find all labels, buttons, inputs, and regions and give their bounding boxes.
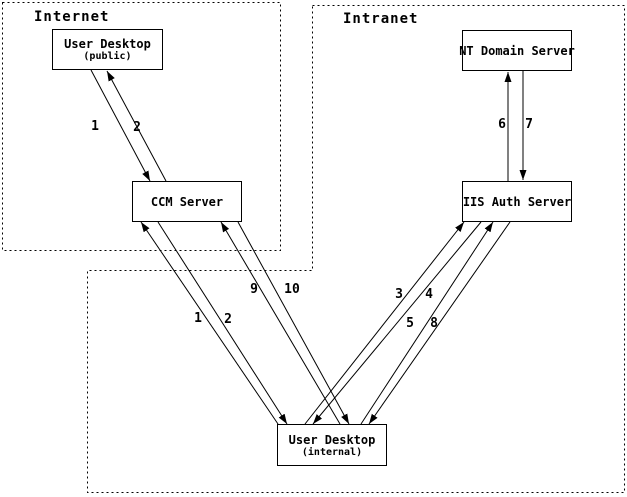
arrow-label-1-public: 1 (91, 119, 99, 134)
arrow-label-2-public: 2 (133, 120, 141, 135)
arrow-ccm-to-internal-desktop-10 (237, 221, 350, 425)
arrow-ccm-to-internal-desktop-2 (157, 221, 288, 425)
node-user-desktop-public: User Desktop (public) (52, 29, 163, 70)
arrow-label-1-internal: 1 (194, 311, 202, 326)
node-label: NT Domain Server (459, 43, 575, 58)
node-label: User Desktop (64, 37, 151, 51)
arrow-label-2-internal: 2 (224, 312, 232, 327)
arrow-label-5: 5 (406, 316, 414, 331)
arrow-iis-to-internal-desktop-8 (368, 221, 511, 425)
arrow-label-6: 6 (498, 117, 506, 132)
node-sublabel: (public) (83, 51, 132, 62)
node-label: IIS Auth Server (462, 194, 572, 209)
intranet-zone-label: Intranet (343, 11, 419, 27)
intranet-zone-border (87, 5, 625, 493)
node-user-desktop-internal: User Desktop (internal) (277, 424, 387, 466)
node-ccm-server: CCM Server (132, 181, 242, 222)
arrow-internal-desktop-to-iis-3 (304, 221, 465, 425)
arrow-internal-desktop-to-ccm-9 (220, 221, 341, 425)
internet-zone-label: Internet (34, 9, 110, 25)
arrow-label-10: 10 (284, 282, 300, 297)
node-nt-domain-server: NT Domain Server (459, 30, 575, 71)
arrow-label-4: 4 (425, 287, 433, 302)
arrow-ccm-to-public-desktop (106, 70, 167, 182)
arrow-label-8: 8 (430, 316, 438, 331)
node-label: User Desktop (288, 432, 376, 447)
arrow-label-9: 9 (250, 282, 258, 297)
arrow-label-7: 7 (525, 117, 533, 132)
arrow-iis-to-internal-desktop-4 (312, 221, 482, 425)
internet-zone-border (2, 2, 281, 251)
node-label: CCM Server (150, 194, 224, 209)
arrow-label-3: 3 (395, 287, 403, 302)
node-sublabel: (internal) (301, 446, 363, 458)
arrow-internal-desktop-to-ccm-1 (140, 221, 279, 425)
node-iis-auth-server: IIS Auth Server (462, 181, 572, 222)
arrow-public-desktop-to-ccm (90, 69, 151, 182)
arrow-internal-desktop-to-iis-5 (360, 221, 494, 425)
